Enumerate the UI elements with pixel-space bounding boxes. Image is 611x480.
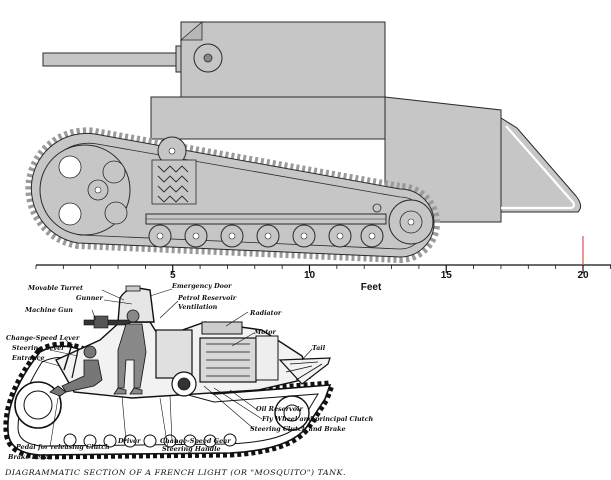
- section-front-sprocket: [14, 381, 62, 429]
- gun-barrel: [42, 52, 185, 67]
- label-ventilation: Ventilation: [178, 303, 218, 311]
- section-engine: [155, 329, 279, 397]
- label-change-speed-lever: Change-Speed Lever: [6, 334, 80, 342]
- tick-label: 20: [577, 270, 589, 281]
- label-brake-pedal: Brake Pedal: [7, 453, 52, 461]
- section-gunner: [113, 309, 147, 395]
- label-pedal-clutch: Pedal for releasing Clutch: [15, 443, 110, 451]
- section-radiator: [201, 321, 243, 335]
- section-tail: [278, 357, 331, 385]
- section-rear-idler: [274, 395, 310, 431]
- turret-front-face: [179, 21, 203, 41]
- label-machine-gun: Machine Gun: [24, 306, 73, 314]
- label-fly-wheel: Fly Wheel and principal Clutch: [261, 415, 373, 423]
- label-emergency-door: Emergency Door: [171, 282, 232, 290]
- sectional-diagram: Movable Turret Gunner Emergency Door Pet…: [3, 282, 373, 477]
- label-tail: Tail: [312, 344, 326, 352]
- label-gunner: Gunner: [76, 294, 103, 302]
- label-oil-reservoir: Oil Reservoir: [256, 405, 303, 413]
- tick-label: 15: [441, 270, 453, 281]
- scale-axis: 5 10 15 20 Feet: [35, 236, 611, 293]
- engine-deck: [384, 96, 502, 223]
- upper-hull: [150, 96, 386, 140]
- label-entrance: Entrance: [11, 354, 45, 362]
- tick-label: 10: [304, 270, 316, 281]
- label-petrol-reservoir: Petrol Reservoir: [177, 294, 237, 302]
- axis-minor-ticks: [35, 265, 611, 269]
- road-wheels: [148, 224, 384, 248]
- front-wheel: [39, 144, 131, 236]
- section-road-wheels: [63, 433, 237, 448]
- label-leaders: [37, 288, 313, 450]
- axis-tick-labels: 5 10 15 20: [170, 270, 589, 281]
- tick-label: 5: [170, 270, 176, 281]
- axis-major-ticks: [172, 265, 584, 273]
- scaled-tank-drawing: [25, 21, 582, 264]
- axis-title: Feet: [361, 282, 382, 293]
- section-driver: [49, 345, 103, 397]
- label-driver: Driver: [117, 437, 141, 445]
- label-change-speed-gear: Change-Speed Gear: [160, 437, 231, 445]
- label-radiator: Radiator: [249, 309, 282, 317]
- suspension-springs: [151, 159, 197, 205]
- label-steering-handle: Steering Handle: [162, 445, 221, 453]
- label-steering-clutch: Steering Clutch and Brake: [250, 425, 346, 433]
- diagram-caption: DIAGRAMMATIC SECTION OF A FRENCH LIGHT (…: [4, 468, 346, 477]
- label-motor: Motor: [253, 328, 277, 336]
- label-steering-lever: Steering Lever: [12, 344, 65, 352]
- label-movable-turret: Movable Turret: [27, 284, 83, 292]
